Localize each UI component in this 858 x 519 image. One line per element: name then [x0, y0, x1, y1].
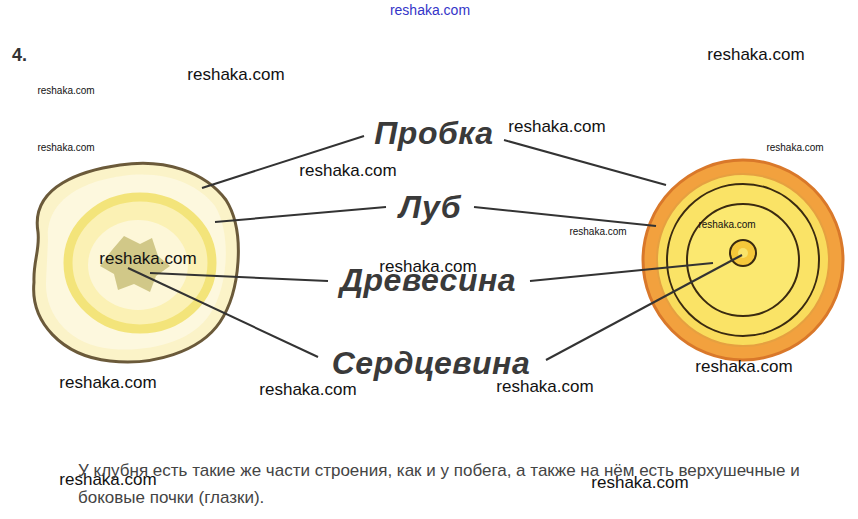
watermark: reshaka.com — [698, 219, 755, 230]
caption: У клубня есть такие же части строения, к… — [78, 457, 848, 511]
callout-number: 4. — [12, 46, 27, 66]
part-label: Пробка — [374, 116, 493, 151]
watermark: reshaka.com — [390, 3, 470, 18]
leader-lines — [128, 136, 742, 360]
watermark: reshaka.com — [496, 378, 593, 397]
watermark: reshaka.com — [766, 142, 823, 153]
watermark: reshaka.com — [508, 118, 605, 137]
shoot-section — [643, 160, 843, 360]
watermark: reshaka.com — [37, 85, 94, 96]
watermark: reshaka.com — [299, 162, 396, 181]
leader-line — [504, 140, 666, 185]
leader-line — [215, 207, 386, 222]
leader-line — [546, 255, 742, 360]
tuber-vascular-ring — [68, 197, 212, 329]
shoot-bark — [657, 174, 829, 346]
watermark: reshaka.com — [695, 358, 792, 377]
leader-line — [150, 273, 328, 281]
watermark: reshaka.com — [59, 374, 156, 393]
leader-line — [474, 207, 656, 226]
tuber-section — [34, 163, 239, 362]
watermark: reshaka.com — [37, 142, 94, 153]
shoot-cork — [643, 160, 843, 360]
leader-line — [128, 268, 318, 357]
watermark: reshaka.com — [707, 46, 804, 65]
part-label: Сердцевина — [332, 346, 530, 381]
watermark: reshaka.com — [99, 250, 196, 269]
part-label: Луб — [399, 190, 461, 225]
watermark: reshaka.com — [569, 226, 626, 237]
shoot-bast-ring — [667, 184, 819, 336]
shoot-wood-ring — [687, 204, 799, 316]
tuber-bark — [46, 175, 226, 350]
watermark: reshaka.com — [187, 66, 284, 85]
watermark: reshaka.com — [259, 381, 356, 400]
shoot-pith — [730, 240, 756, 266]
leader-line — [530, 263, 713, 281]
watermark: reshaka.com — [379, 258, 476, 277]
tuber-skin — [34, 163, 239, 362]
